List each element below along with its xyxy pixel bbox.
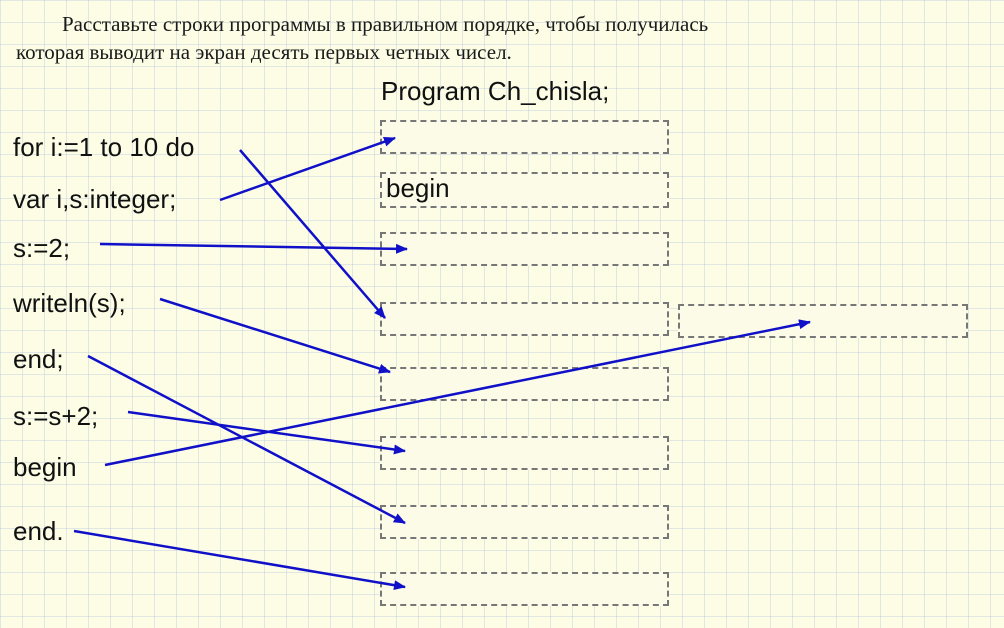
- answer-slot-8[interactable]: [380, 572, 669, 606]
- code-line-var-declaration[interactable]: var i,s:integer;: [13, 184, 177, 214]
- task-instruction: Расставьте строки программы в правильном…: [16, 10, 996, 66]
- arrow-for-to-slot-4: [239, 149, 386, 319]
- code-line-writeln[interactable]: writeln(s);: [13, 288, 126, 318]
- task-line-2: которая выводит на экран десять первых ч…: [16, 40, 512, 64]
- arrow-writeln-to-slot-5: [159, 297, 391, 374]
- arrow-var-to-slot-1: [219, 136, 396, 202]
- code-line-s-increment[interactable]: s:=s+2;: [13, 401, 99, 431]
- answer-slot-3[interactable]: [380, 232, 669, 266]
- answer-slot-4[interactable]: [380, 302, 669, 336]
- answer-slot-6[interactable]: [380, 436, 669, 470]
- code-line-s-init[interactable]: s:=2;: [13, 233, 71, 263]
- answer-slot-5[interactable]: [380, 367, 669, 401]
- answer-slot-7[interactable]: [380, 505, 669, 539]
- task-line-1: Расставьте строки программы в правильном…: [62, 12, 709, 36]
- code-line-end-semicolon[interactable]: end;: [13, 344, 64, 374]
- answer-slot-4-right[interactable]: [678, 304, 968, 338]
- arrow-s-init-to-slot-3: [99, 242, 408, 254]
- arrow-begin-to-slot-4-right: [104, 319, 811, 467]
- arrow-end-semicolon-to-slot-7: [87, 354, 406, 525]
- program-title: Program Ch_chisla;: [381, 76, 610, 106]
- answer-slot-1[interactable]: [380, 120, 669, 154]
- arrow-end-dot-to-slot-8: [73, 529, 406, 591]
- code-line-end-dot[interactable]: end.: [13, 516, 64, 546]
- code-line-for-loop[interactable]: for i:=1 to 10 do: [13, 132, 195, 162]
- answer-slot-2[interactable]: begin: [380, 172, 669, 208]
- code-line-begin[interactable]: begin: [13, 452, 77, 482]
